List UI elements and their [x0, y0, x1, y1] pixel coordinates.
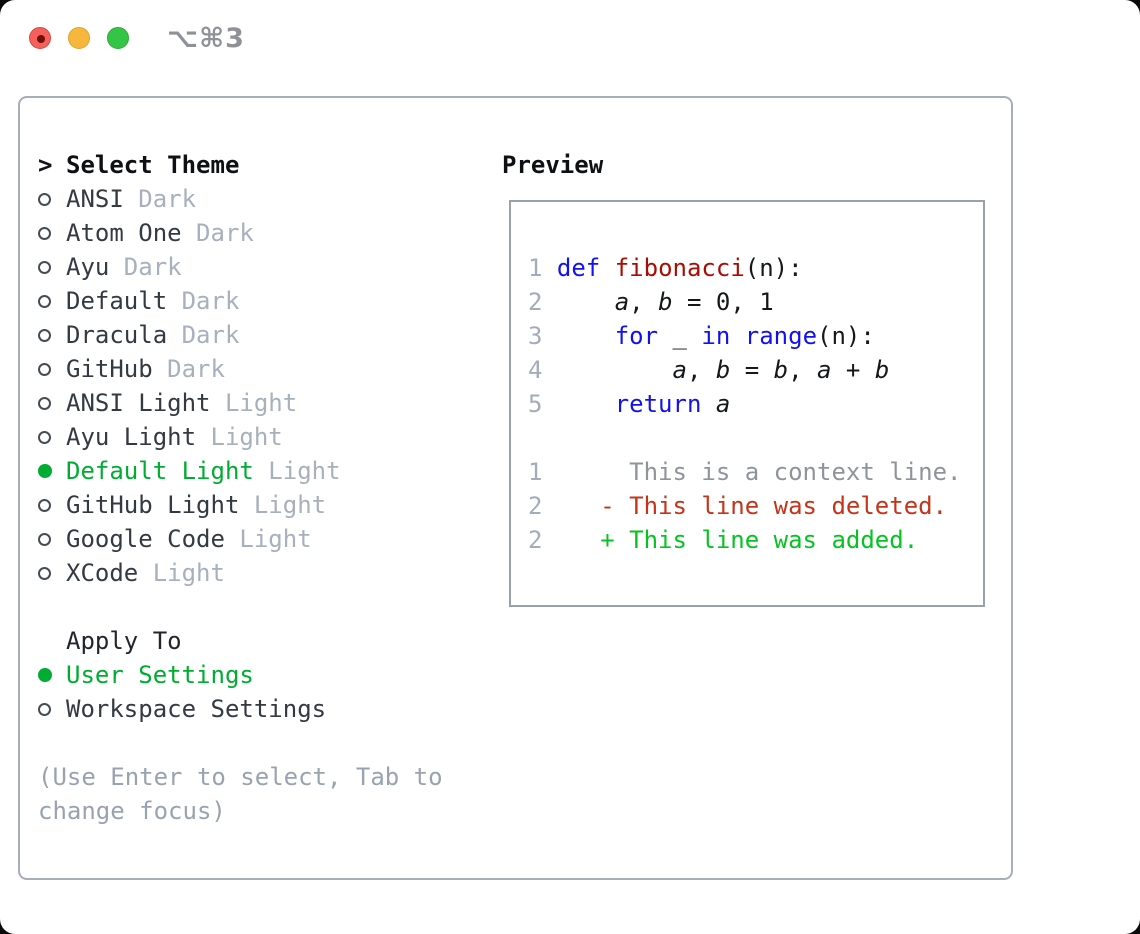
traffic-lights	[29, 27, 129, 49]
apply-to-title: Apply To	[66, 627, 182, 655]
code-line: 2 + This line was added.	[528, 526, 919, 554]
preview-code-box: 1 def fibonacci(n): 2 a, b = 0, 1 3 for _ …	[509, 200, 985, 607]
theme-option[interactable]: ANSI Light Light	[38, 386, 498, 420]
option-variant-label: Light	[138, 559, 225, 587]
select-theme-header: > Select Theme	[38, 148, 498, 182]
radio-unselected-icon	[38, 396, 66, 410]
option-variant-label: Dark	[123, 185, 197, 213]
option-variant-label: Light	[224, 525, 312, 553]
option-label: GitHub	[66, 355, 153, 383]
option-variant-label: Light	[239, 491, 327, 519]
preview-title: Preview	[502, 151, 604, 179]
hint-line-2: change focus)	[38, 797, 226, 825]
radio-unselected-icon	[38, 226, 66, 240]
option-variant-label: Light	[210, 389, 298, 417]
theme-option[interactable]: Atom One Dark	[38, 216, 498, 250]
code-line: 5 return a	[528, 390, 731, 418]
theme-option[interactable]: ANSI Dark	[38, 182, 498, 216]
radio-unselected-icon	[38, 294, 66, 308]
option-label: Workspace Settings	[66, 695, 327, 723]
minimize-button[interactable]	[68, 27, 90, 49]
spacer	[38, 590, 498, 624]
option-label: GitHub Light	[66, 491, 240, 519]
theme-option[interactable]: Dracula Dark	[38, 318, 498, 352]
theme-option[interactable]: Google Code Light	[38, 522, 498, 556]
hint-line-1: (Use Enter to select, Tab to	[38, 763, 443, 791]
option-label: Dracula	[66, 321, 168, 349]
radio-unselected-icon	[38, 192, 66, 206]
window-shortcut-label: ⌥⌘3	[167, 23, 245, 54]
radio-selected-icon	[38, 464, 66, 478]
option-label: Ayu	[66, 253, 110, 281]
code-line: 3 for _ in range(n):	[528, 322, 875, 350]
code-line: 1 def fibonacci(n):	[528, 254, 803, 282]
close-button[interactable]	[29, 27, 51, 49]
option-label: ANSI	[66, 185, 124, 213]
apply-to-header: Apply To	[38, 624, 498, 658]
theme-option[interactable]: GitHub Dark	[38, 352, 498, 386]
radio-selected-icon	[38, 668, 66, 682]
option-label: Atom One	[66, 219, 182, 247]
select-theme-title: Select Theme	[66, 151, 240, 179]
radio-unselected-icon	[38, 328, 66, 342]
close-dot-icon	[37, 35, 45, 43]
focus-caret-icon: >	[38, 151, 53, 179]
radio-unselected-icon	[38, 702, 66, 716]
option-label: Google Code	[66, 525, 225, 553]
code-line: 1 This is a context line.	[528, 458, 962, 486]
option-label: Ayu Light	[66, 423, 197, 451]
main-panel	[18, 96, 1013, 880]
option-variant-label: Light	[253, 457, 341, 485]
radio-unselected-icon	[38, 566, 66, 580]
radio-unselected-icon	[38, 260, 66, 274]
zoom-button[interactable]	[107, 27, 129, 49]
option-variant-label: Light	[196, 423, 283, 451]
radio-unselected-icon	[38, 498, 66, 512]
theme-option[interactable]: Default Dark	[38, 284, 498, 318]
option-variant-label: Dark	[181, 219, 254, 247]
option-label: Default	[66, 287, 168, 315]
theme-option[interactable]: XCode Light	[38, 556, 498, 590]
apply-option[interactable]: Workspace Settings	[38, 692, 498, 726]
option-label: User Settings	[66, 661, 254, 689]
radio-unselected-icon	[38, 362, 66, 376]
option-variant-label: Dark	[152, 355, 225, 383]
theme-option[interactable]: Ayu Light Light	[38, 420, 498, 454]
code-line: 4 a, b = b, a + b	[528, 356, 890, 384]
option-label: XCode	[66, 559, 139, 587]
option-variant-label: Dark	[167, 287, 240, 315]
theme-option[interactable]: Ayu Dark	[38, 250, 498, 284]
spacer	[38, 726, 498, 760]
option-variant-label: Dark	[167, 321, 240, 349]
option-label: Default Light	[66, 457, 254, 485]
code-line: 2 a, b = 0, 1	[528, 288, 774, 316]
theme-option[interactable]: Default Light Light	[38, 454, 498, 488]
option-label: ANSI Light	[66, 389, 211, 417]
radio-unselected-icon	[38, 430, 66, 444]
radio-unselected-icon	[38, 532, 66, 546]
code-line	[528, 421, 983, 455]
option-variant-label: Dark	[109, 253, 182, 281]
apply-option[interactable]: User Settings	[38, 658, 498, 692]
code-line: 2 - This line was deleted.	[528, 492, 948, 520]
theme-option[interactable]: GitHub Light Light	[38, 488, 498, 522]
